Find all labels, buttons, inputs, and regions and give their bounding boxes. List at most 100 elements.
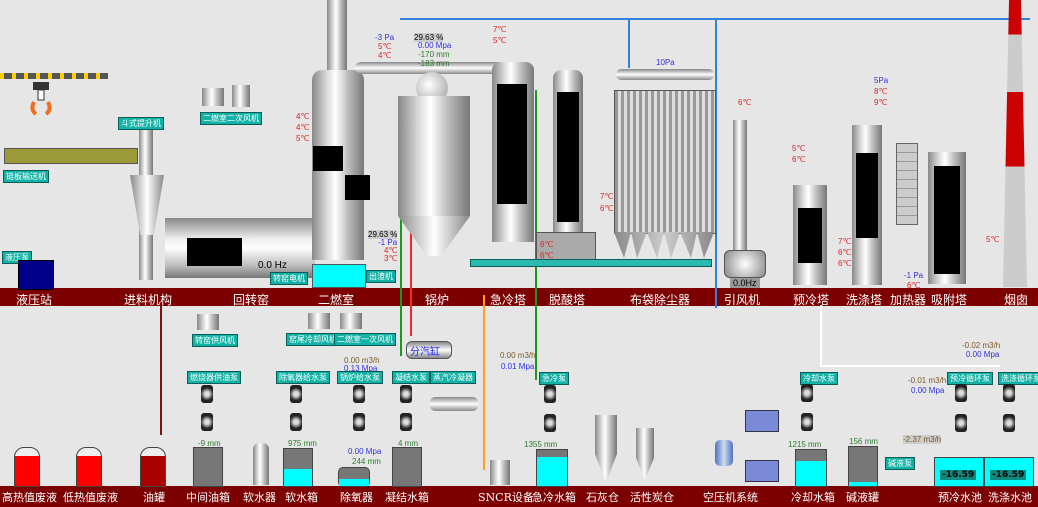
slag-tank: [312, 264, 366, 288]
label-heater: 加热器: [890, 293, 927, 307]
label-wash-pool: 洗涤水池: [988, 491, 1032, 504]
pump-icon[interactable]: [1003, 384, 1015, 402]
stack: [1003, 0, 1027, 287]
boiler: [398, 96, 470, 216]
tag-boiler-pump[interactable]: 锅炉给水泵: [337, 371, 383, 384]
scrubber-low-temp-3: 6℃: [838, 259, 852, 268]
label-kiln: 回转窑: [233, 293, 270, 307]
label-adsorber: 吸附塔: [931, 293, 968, 307]
equipment-label-band-bottom: 高热值废液 低热值废液 油罐 中间油箱 软水器 软水箱 除氧器 凝结水箱 SNC…: [0, 486, 1038, 507]
tag-alkali-pump[interactable]: 碱液泵: [885, 457, 915, 470]
pump-icon[interactable]: [1003, 414, 1015, 432]
label-cool-tank: 冷却水箱: [791, 491, 835, 504]
chamber-temp-1: 4℃: [296, 112, 310, 121]
hydraulic-station: [18, 260, 54, 290]
compressor-2: [745, 460, 779, 482]
precool-flow: -0.01 m3/h: [908, 376, 947, 385]
crane-grab-icon: [30, 80, 52, 120]
tag-kiln-fan[interactable]: 转窑供风机: [192, 334, 238, 347]
pump-icon[interactable]: [400, 385, 412, 403]
precool-pressure: 0.00 Mpa: [911, 386, 945, 395]
heater: [896, 143, 918, 225]
chain-conveyor: [4, 148, 138, 164]
pump-icon[interactable]: [201, 413, 213, 431]
chamber-window-2: [345, 175, 370, 200]
pump-icon[interactable]: [353, 385, 365, 403]
label-oil-tank: 油罐: [143, 491, 165, 504]
tag-cooling-pump[interactable]: 冷却水泵: [800, 372, 838, 385]
boiler-feed-pressure: 0.13 Mpa: [344, 364, 378, 373]
pump-icon[interactable]: [290, 413, 302, 431]
tag-wash-pump[interactable]: 洗涤循环泵: [998, 372, 1038, 385]
deaerator-level: 244 mm: [352, 457, 381, 466]
tag-chain-conveyor[interactable]: 链板输送机: [3, 170, 49, 183]
pump-icon[interactable]: [801, 413, 813, 431]
tag-kiln-tail-fan[interactable]: 窑尾冷却风机: [286, 333, 340, 346]
deacid-window: [557, 92, 579, 222]
label-baghouse: 布袋除尘器: [630, 293, 691, 307]
pipe-dark-red: [160, 305, 162, 435]
deacid-temp-1: 6℃: [540, 240, 554, 249]
soft-level: 975 mm: [288, 439, 317, 448]
lime-silo: [595, 415, 617, 480]
pump-icon[interactable]: [353, 413, 365, 431]
label-deaerator: 除氧器: [340, 491, 373, 504]
boiler-level-2: -183 mm: [418, 59, 450, 68]
kiln-percent: 29.63 %: [368, 230, 398, 239]
steam-header: [406, 341, 452, 359]
oil-level: -9 mm: [198, 439, 221, 448]
tag-steam-condenser[interactable]: 蒸汽冷凝器: [430, 371, 476, 384]
tag-burner-pump[interactable]: 燃烧器供油泵: [187, 371, 241, 384]
label-scrubber: 洗涤塔: [846, 293, 883, 307]
tag-bucket-elevator[interactable]: 斗式提升机: [118, 117, 164, 130]
tag-sec-fan-top[interactable]: 二燃室二次风机: [200, 112, 262, 125]
precool-temp-2: 6℃: [792, 155, 806, 164]
pipe-blue-fan: [715, 18, 717, 308]
lo-waste-tank: [76, 447, 102, 487]
scrubber-temp-1: 8℃: [874, 87, 888, 96]
tag-kiln-motor[interactable]: 转窑电机: [270, 272, 308, 285]
tag-precool-pump[interactable]: 预冷循环泵: [947, 372, 993, 385]
deaerator-pressure: 0.00 Mpa: [348, 447, 382, 456]
pump-icon[interactable]: [955, 384, 967, 402]
condensate-level: 4 mm: [398, 439, 418, 448]
feed-hopper: [130, 175, 164, 235]
boiler-pressure: 0.00 Mpa: [418, 41, 452, 50]
label-hi-waste: 高热值废液: [2, 491, 57, 504]
label-precool-pool: 预冷水池: [938, 491, 982, 504]
precool-window: [798, 208, 822, 263]
hi-waste-tank: [14, 447, 40, 487]
carbon-silo: [636, 428, 654, 478]
pump-icon[interactable]: [544, 385, 556, 403]
steam-condenser: [430, 397, 478, 411]
tag-primary-fan[interactable]: 二燃室一次风机: [334, 333, 396, 346]
pipe-orange: [483, 295, 485, 470]
duct-top: [355, 62, 505, 74]
pipe-blue-vert: [628, 18, 630, 68]
kiln-fan: [197, 314, 219, 330]
pump-icon[interactable]: [801, 384, 813, 402]
pump-icon[interactable]: [544, 414, 556, 432]
tag-deaerator-pump[interactable]: 除氧器给水泵: [276, 371, 330, 384]
quench-temp-2: 5℃: [493, 36, 507, 45]
label-feed: 进料机构: [124, 293, 173, 307]
oil-tank: [140, 447, 166, 487]
kiln-tail-fan: [308, 313, 330, 329]
pump-icon[interactable]: [955, 414, 967, 432]
label-quench: 急冷塔: [490, 293, 527, 307]
label-stack: 烟囱: [1004, 293, 1029, 307]
adsorber-window: [934, 166, 960, 274]
pump-icon[interactable]: [290, 385, 302, 403]
tag-condensate-pump[interactable]: 凝结水泵: [392, 371, 430, 384]
label-lo-waste: 低热值废液: [63, 491, 118, 504]
scrubber-temp-2: 9℃: [874, 98, 888, 107]
pump-icon[interactable]: [400, 413, 412, 431]
secondary-fan: [232, 85, 250, 107]
pump-icon[interactable]: [201, 385, 213, 403]
tag-quench-pump[interactable]: 急冷泵: [539, 372, 569, 385]
condensate-tank: [392, 447, 422, 487]
tag-slag-machine[interactable]: 出渣机: [366, 270, 396, 283]
quench-temp-1: 7℃: [493, 25, 507, 34]
baghouse-header: [616, 69, 714, 80]
air-receiver: [715, 440, 733, 466]
